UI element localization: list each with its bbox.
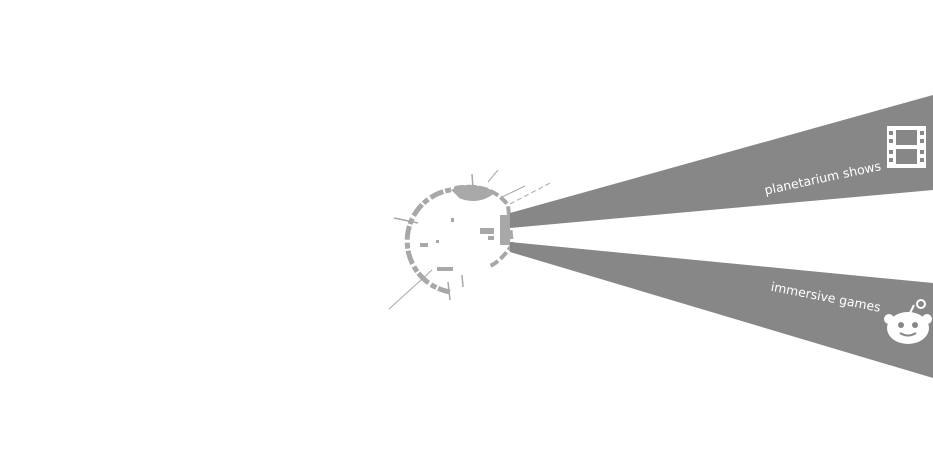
beam-planetarium-shows <box>510 95 933 228</box>
film-icon[interactable] <box>887 126 926 168</box>
beam-immersive-games <box>510 242 933 378</box>
reddit-alien-icon[interactable] <box>884 299 932 344</box>
splash-globe-logo <box>388 169 553 310</box>
